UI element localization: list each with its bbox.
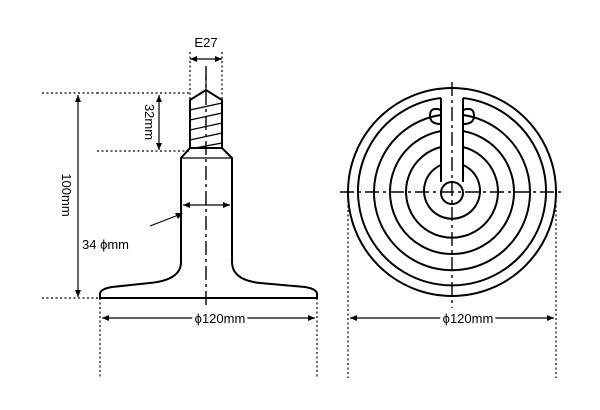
- top-view: ϕ120mm: [340, 82, 564, 378]
- base-diameter-dimension: ϕ120mm: [99, 298, 318, 378]
- coil-channel: [440, 98, 464, 182]
- neck-diameter-dimension: 34 ϕmm: [82, 202, 230, 252]
- coil-hook-left: [428, 107, 442, 125]
- side-view: E27 32mm 100mm 34 ϕmm: [42, 35, 318, 378]
- thread-label: E27: [194, 35, 217, 50]
- total-height-dimension: 100mm: [42, 92, 100, 299]
- neck-diameter-label: 34 ϕmm: [82, 237, 129, 252]
- coil-ring-3: [389, 130, 515, 256]
- cap-height-dimension: 32mm: [97, 92, 190, 152]
- thread-dimension: E27: [189, 35, 223, 100]
- cap-thread-lines: [189, 102, 223, 149]
- top-diameter-dimension: ϕ120mm: [347, 192, 557, 378]
- coil-hook-right: [462, 107, 476, 125]
- screw-cap: [189, 76, 223, 149]
- top-diameter-label: ϕ120mm: [443, 311, 494, 326]
- cap-height-label: 32mm: [142, 104, 157, 140]
- heater-body-outline: [99, 147, 318, 299]
- base-diameter-label: ϕ120mm: [195, 311, 246, 326]
- total-height-label: 100mm: [59, 173, 74, 216]
